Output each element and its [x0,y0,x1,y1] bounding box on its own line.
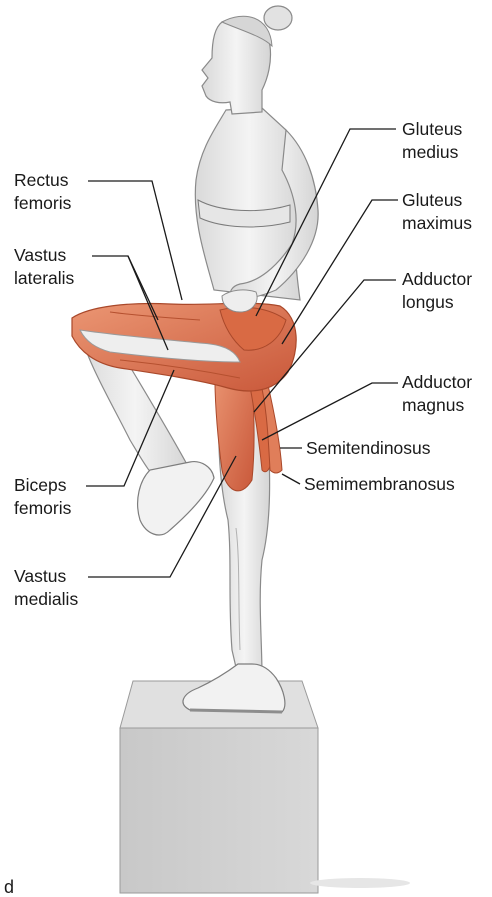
leader-rectus-femoris [88,181,182,300]
corner-mark: d [4,877,14,897]
label-adductor-longus: Adductor longus [402,268,472,314]
raised-shoe [138,462,214,535]
label-semitendinosus: Semitendinosus [306,437,431,460]
leader-adductor-magnus [262,383,398,440]
label-adductor-magnus: Adductor magnus [402,371,472,417]
label-rectus-femoris: Rectus femoris [14,169,71,215]
label-semimembranosus: Semimembranosus [304,473,455,496]
label-gluteus-medius: Gluteus medius [402,118,462,164]
label-vastus-lateralis: Vastus lateralis [14,244,74,290]
label-vastus-medialis: Vastus medialis [14,565,78,611]
label-gluteus-maximus: Gluteus maximus [402,189,472,235]
standing-shoe [183,664,285,712]
label-biceps-femoris: Biceps femoris [14,474,71,520]
leader-semimembranosus [282,474,300,484]
head [202,6,292,114]
